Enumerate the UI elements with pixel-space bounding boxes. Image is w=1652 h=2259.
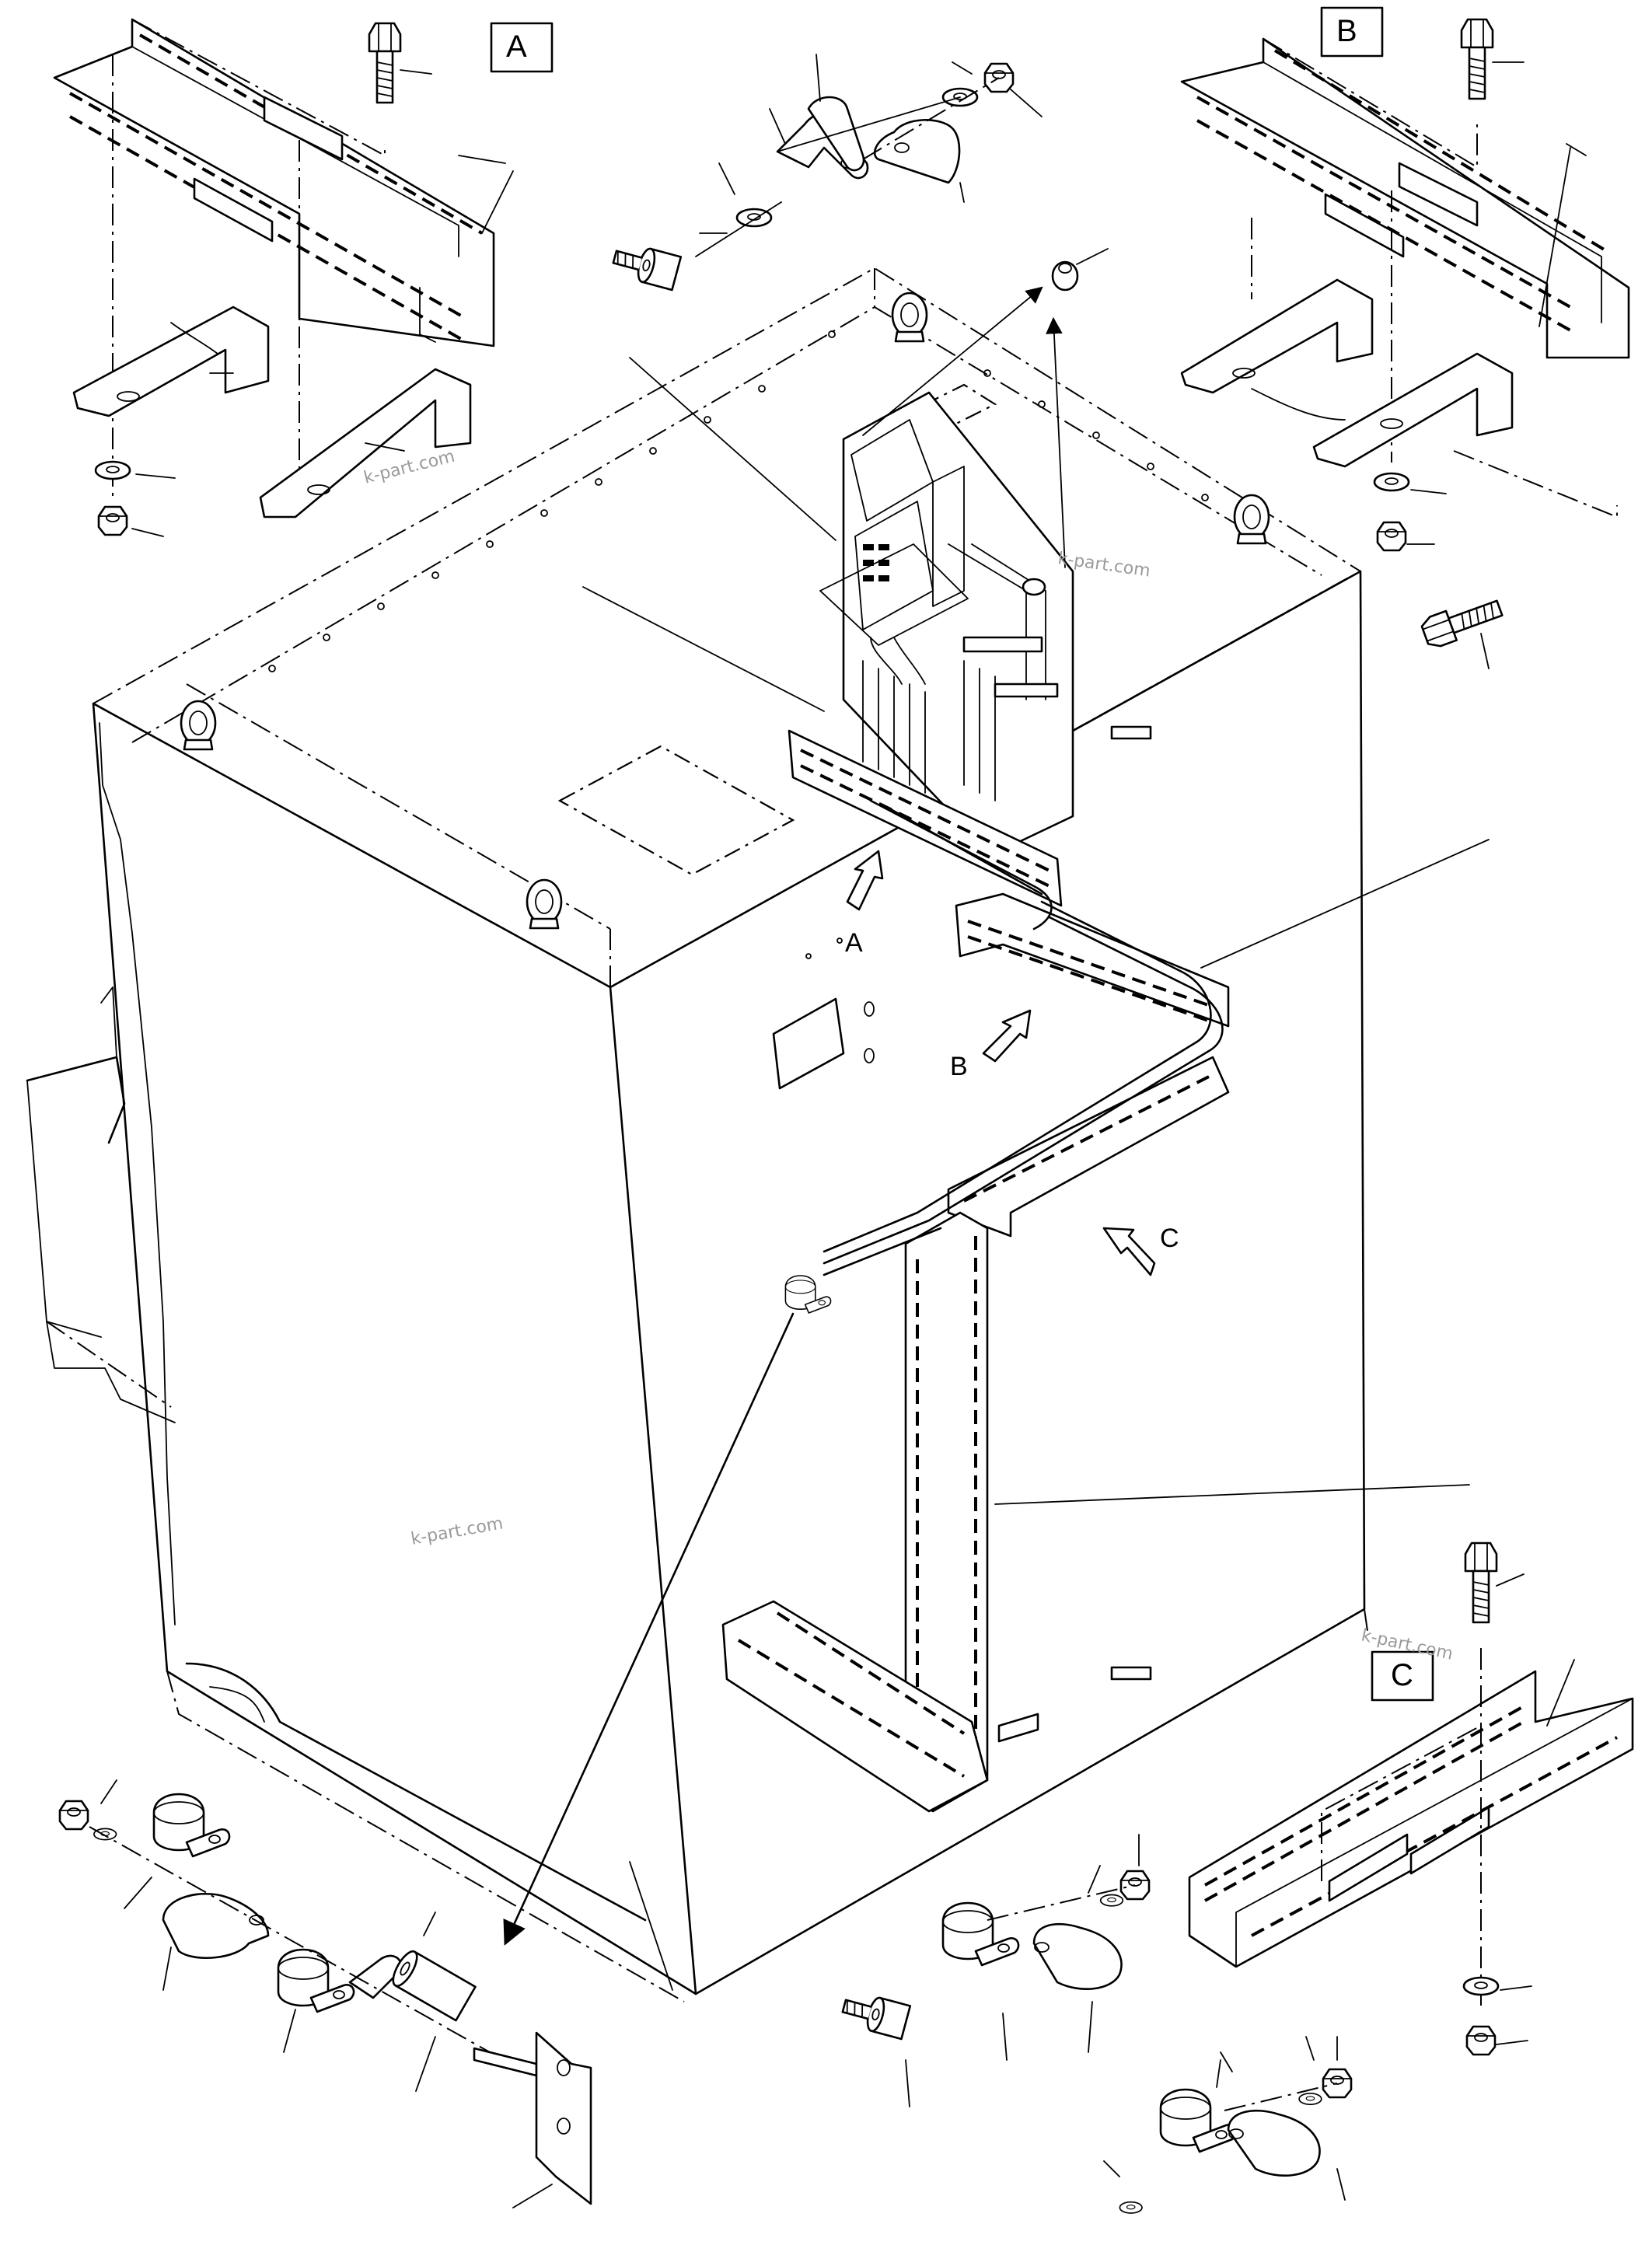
detail-b-label: B: [1336, 14, 1357, 48]
panel-wiring: [862, 543, 1059, 801]
bottom-center-clamp-parts: [838, 1834, 1151, 2107]
top-clamp-parts: [582, 54, 1109, 712]
electrical-panel: [819, 391, 1074, 857]
detail-c-box: [1371, 1650, 1434, 1702]
view-arrow-c-label: C: [1160, 1224, 1179, 1253]
watermark: k-part.com: [410, 1514, 505, 1548]
bottom-left-clamp-parts: [58, 1312, 795, 2208]
view-arrows: [846, 850, 1156, 1276]
detail-c-label: C: [1391, 1658, 1413, 1692]
cabinet: [26, 267, 1369, 2002]
detail-b-assembly: [1180, 6, 1630, 669]
cable-tray-run: [721, 729, 1230, 1813]
view-arrow-b-label: B: [950, 1052, 968, 1081]
detail-c-assembly: [1188, 1541, 1634, 2056]
watermark: k-part.com: [361, 447, 456, 488]
detail-a-box: [490, 22, 554, 73]
detail-b-box: [1320, 6, 1384, 58]
detail-a-label: A: [506, 30, 527, 64]
view-arrow-a-label: A: [845, 928, 863, 958]
bottom-right-clamp-parts: [1103, 2036, 1353, 2214]
detail-a-assembly: [53, 18, 554, 537]
